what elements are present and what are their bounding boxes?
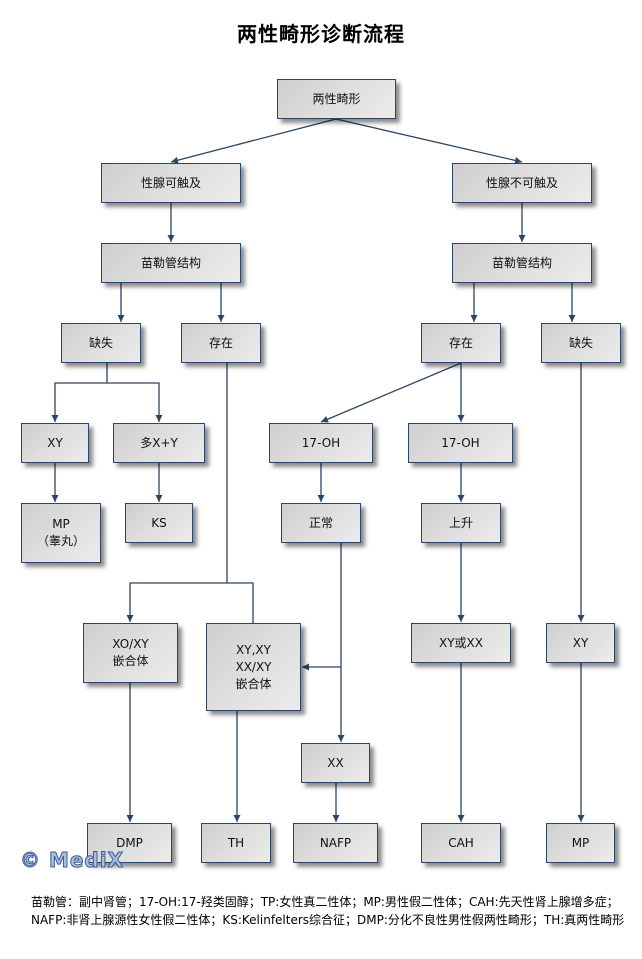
link-presentR-oh17L [320, 362, 462, 423]
node-mp-right: MP [546, 823, 615, 863]
node-gonad-palpable: 性腺可触及 [101, 163, 241, 203]
node-xo-xy-mosaic: XO/XY 嵌合体 [83, 623, 178, 683]
link-absentL-multix [107, 382, 163, 422]
node-17oh-right: 17-OH [408, 423, 513, 463]
medix-watermark: © MediX [19, 848, 125, 873]
node-17oh-left: 17-OH [269, 423, 373, 463]
diagram-title: 两性畸形诊断流程 [237, 22, 405, 46]
link-absentL-xy [51, 363, 108, 422]
node-multi-x-y: 多X+Y [113, 423, 205, 463]
abbreviation-footnote: 苗勒管：副中肾管；17-OH:17-羟类固醇；TP:女性真二性体；MP:男性假二… [31, 895, 625, 927]
node-xy-xx-mosaic: XY,XY XX/XY 嵌合体 [206, 623, 301, 711]
node-present-left: 存在 [181, 323, 261, 363]
node-ks: KS [125, 503, 193, 543]
node-xx: XX [301, 743, 370, 783]
link-presentL-xoxy [126, 363, 228, 622]
link-presentL-xyxx [227, 582, 254, 623]
node-th: TH [201, 823, 271, 863]
node-normal: 正常 [281, 503, 361, 543]
node-mp-testis: MP （睾丸） [21, 503, 101, 563]
node-cah: CAH [421, 823, 501, 863]
link-root-not-palpable [335, 118, 523, 164]
node-absent-right: 缺失 [541, 323, 621, 363]
node-gonad-not-palpable: 性腺不可触及 [452, 163, 592, 203]
link-root-palpable [170, 118, 337, 164]
node-elevated: 上升 [421, 503, 501, 543]
node-xy-or-xx: XY或XX [411, 623, 511, 663]
node-dmp: DMP [87, 823, 172, 863]
node-xy-left: XY [21, 423, 89, 463]
node-mullerian-right: 苗勒管结构 [452, 243, 592, 283]
node-absent-left: 缺失 [61, 323, 141, 363]
node-present-right: 存在 [421, 323, 501, 363]
node-root: 两性畸形 [277, 79, 396, 119]
node-mullerian-left: 苗勒管结构 [101, 243, 241, 283]
node-xy-right: XY [546, 623, 615, 663]
node-nafp: NAFP [293, 823, 378, 863]
